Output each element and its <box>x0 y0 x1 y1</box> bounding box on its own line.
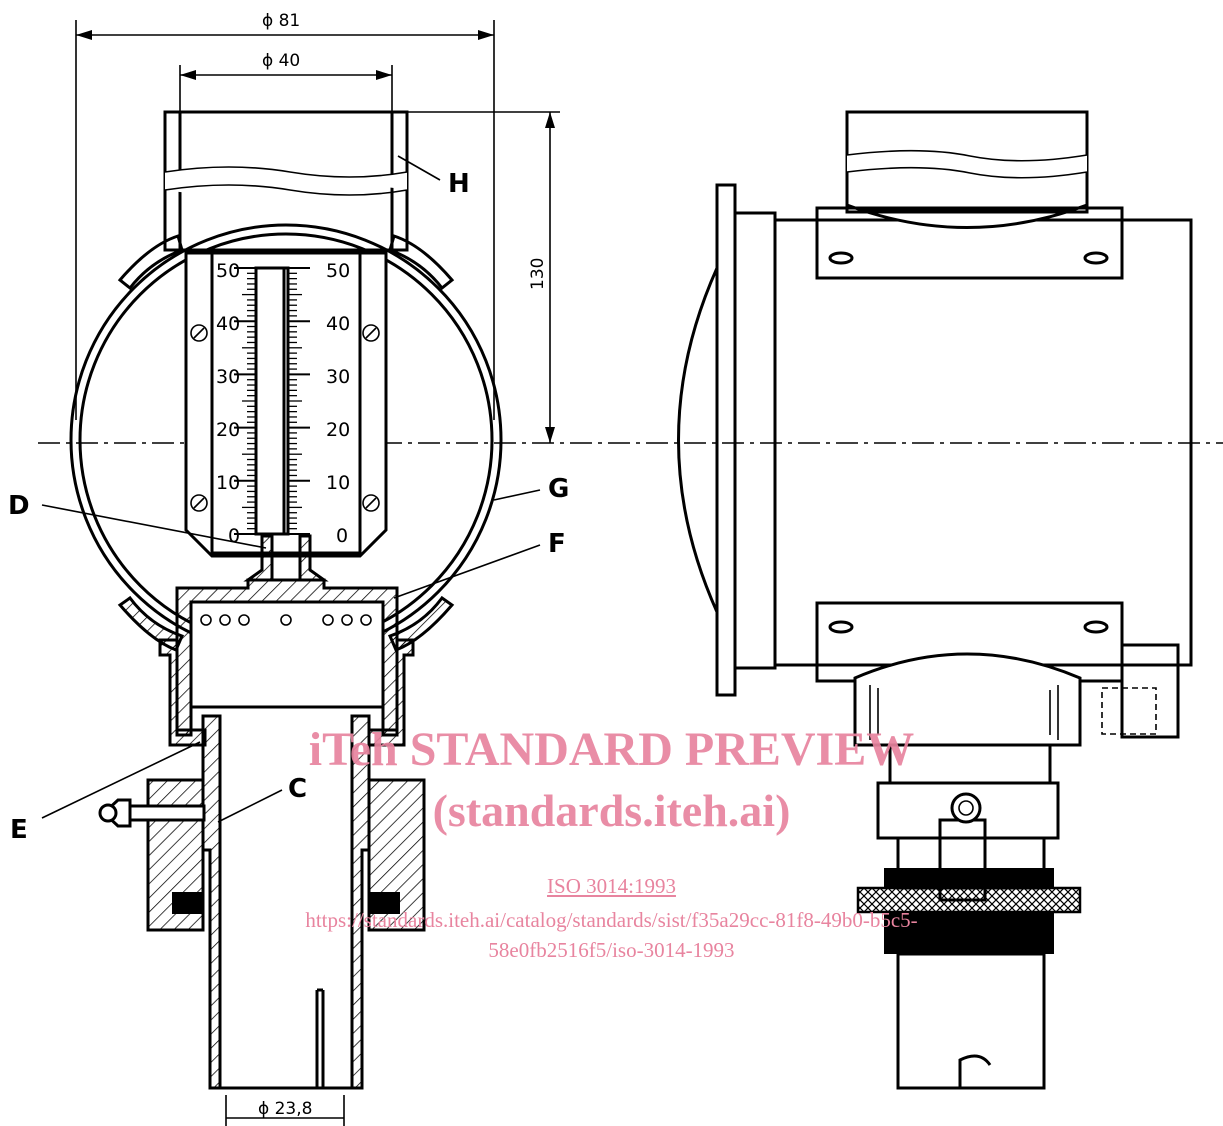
dim-height: 130 <box>528 258 548 290</box>
tick-label-right: 50 <box>326 260 350 282</box>
tick-label-left: 30 <box>216 366 240 388</box>
dim-inner-diameter: ϕ 40 <box>262 51 300 71</box>
tick-label-left: 10 <box>216 472 240 494</box>
label-f: F <box>548 529 566 559</box>
label-g: G <box>548 474 569 504</box>
scale-labels-left: 50 40 30 20 10 0 <box>216 260 240 547</box>
tube-h <box>163 110 409 252</box>
leader-lines <box>41 155 541 823</box>
scale-ticks <box>234 267 310 535</box>
tick-label-right: 30 <box>326 366 350 388</box>
watermark-link[interactable]: ISO 3014:1993 <box>547 874 676 898</box>
label-c: C <box>288 774 307 804</box>
dim-outer-diameter: ϕ 81 <box>262 11 300 31</box>
front-section-view: 50 40 30 20 10 0 50 40 30 20 10 0 <box>69 110 503 1090</box>
dimension-lines <box>75 20 560 1126</box>
dim-tube-diameter: ϕ 23,8 <box>258 1099 312 1119</box>
adjusting-screw <box>98 798 206 828</box>
scale-plate: 50 40 30 20 10 0 50 40 30 20 10 0 <box>184 251 388 558</box>
side-view <box>677 110 1193 1090</box>
watermark-url-line1[interactable]: https://standards.iteh.ai/catalog/standa… <box>305 908 918 932</box>
tick-label-right: 10 <box>326 472 350 494</box>
screw-icons <box>190 324 380 512</box>
tick-label-right: 40 <box>326 313 350 335</box>
label-e: E <box>10 815 28 845</box>
burner-head <box>158 578 415 747</box>
tick-label-left: 0 <box>228 525 240 547</box>
watermark-title: iTeh STANDARD PREVIEW <box>308 723 915 776</box>
tick-label-right: 20 <box>326 419 350 441</box>
watermark-subtitle: (standards.iteh.ai) <box>432 785 791 836</box>
tick-label-left: 20 <box>216 419 240 441</box>
tick-label-right: 0 <box>336 525 348 547</box>
scale-labels-right: 50 40 30 20 10 0 <box>326 260 350 547</box>
label-d: D <box>8 491 30 521</box>
tick-label-left: 40 <box>216 313 240 335</box>
watermark-url-line2[interactable]: 58e0fb2516f5/iso-3014-1993 <box>488 938 735 962</box>
tick-label-left: 50 <box>216 260 240 282</box>
label-h: H <box>448 169 470 199</box>
